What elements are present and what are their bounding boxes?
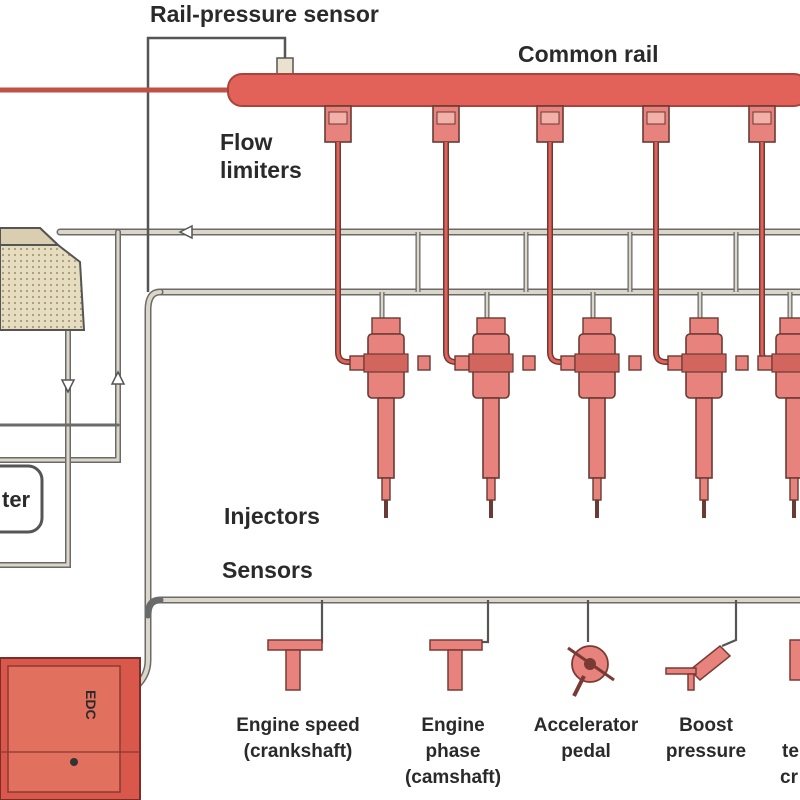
injector-feed-line (547, 142, 563, 365)
arrow-down-icon (60, 379, 76, 394)
caption-engine-phase-1: Engine (421, 715, 484, 736)
caption-temp-1: te (782, 741, 799, 762)
common-rail-label: Common rail (518, 41, 659, 67)
sensor-wires (300, 600, 738, 648)
caption-boost-2: pressure (666, 741, 746, 762)
flow-limiters-label-line2: limiters (220, 157, 302, 183)
temperature-sensor-partial (789, 639, 800, 681)
caption-engine-speed-1: Engine speed (236, 715, 360, 736)
injector-group (324, 105, 800, 518)
caption-engine-phase-2: phase (426, 741, 481, 762)
injector-feed-line (443, 142, 457, 365)
injector-assembly (324, 105, 431, 518)
accelerator-pedal-sensor (567, 645, 615, 697)
injector-feed-line (335, 142, 352, 365)
injector (667, 317, 749, 518)
rail-pressure-sensor-label: Rail-pressure sensor (150, 1, 379, 27)
injector-assembly (748, 105, 800, 518)
fuel-filter (0, 464, 44, 534)
filter-label: ter (2, 487, 31, 512)
sensors-label: Sensors (222, 557, 313, 583)
injector-assembly (432, 105, 536, 518)
caption-accelerator-1: Accelerator (534, 715, 639, 736)
low-pressure-lines (0, 228, 800, 694)
caption-engine-phase-3: (camshaft) (405, 767, 501, 788)
flow-limiters-label-line1: Flow (220, 129, 272, 155)
injector-assembly (536, 105, 642, 518)
ecu-label: EDC (83, 690, 99, 720)
boost-pressure-sensor (665, 644, 732, 691)
rail-pressure-sensor (276, 57, 294, 75)
injector (757, 317, 800, 518)
caption-engine-speed-2: (crankshaft) (244, 741, 353, 762)
injectors-label: Injectors (224, 503, 320, 529)
injector (454, 317, 536, 518)
arrow-up-icon (110, 370, 126, 385)
common-rail (227, 73, 800, 107)
caption-accelerator-2: pedal (561, 741, 611, 762)
injector (349, 317, 431, 518)
rail-sensor-wire (146, 36, 287, 292)
injector-feed-line (653, 142, 670, 365)
camshaft-sensor (429, 639, 483, 691)
flow-arrows (60, 224, 193, 394)
sensor-captions: Engine speed (crankshaft) Engine phase (… (236, 715, 799, 788)
arrow-left-icon (178, 224, 193, 240)
caption-boost-1: Boost (679, 715, 734, 736)
ecu-unit: EDC (0, 657, 141, 800)
caption-temp-2: cr (780, 767, 799, 788)
injector-assembly (642, 105, 749, 518)
injector (560, 317, 642, 518)
crankshaft-sensor (267, 639, 323, 691)
